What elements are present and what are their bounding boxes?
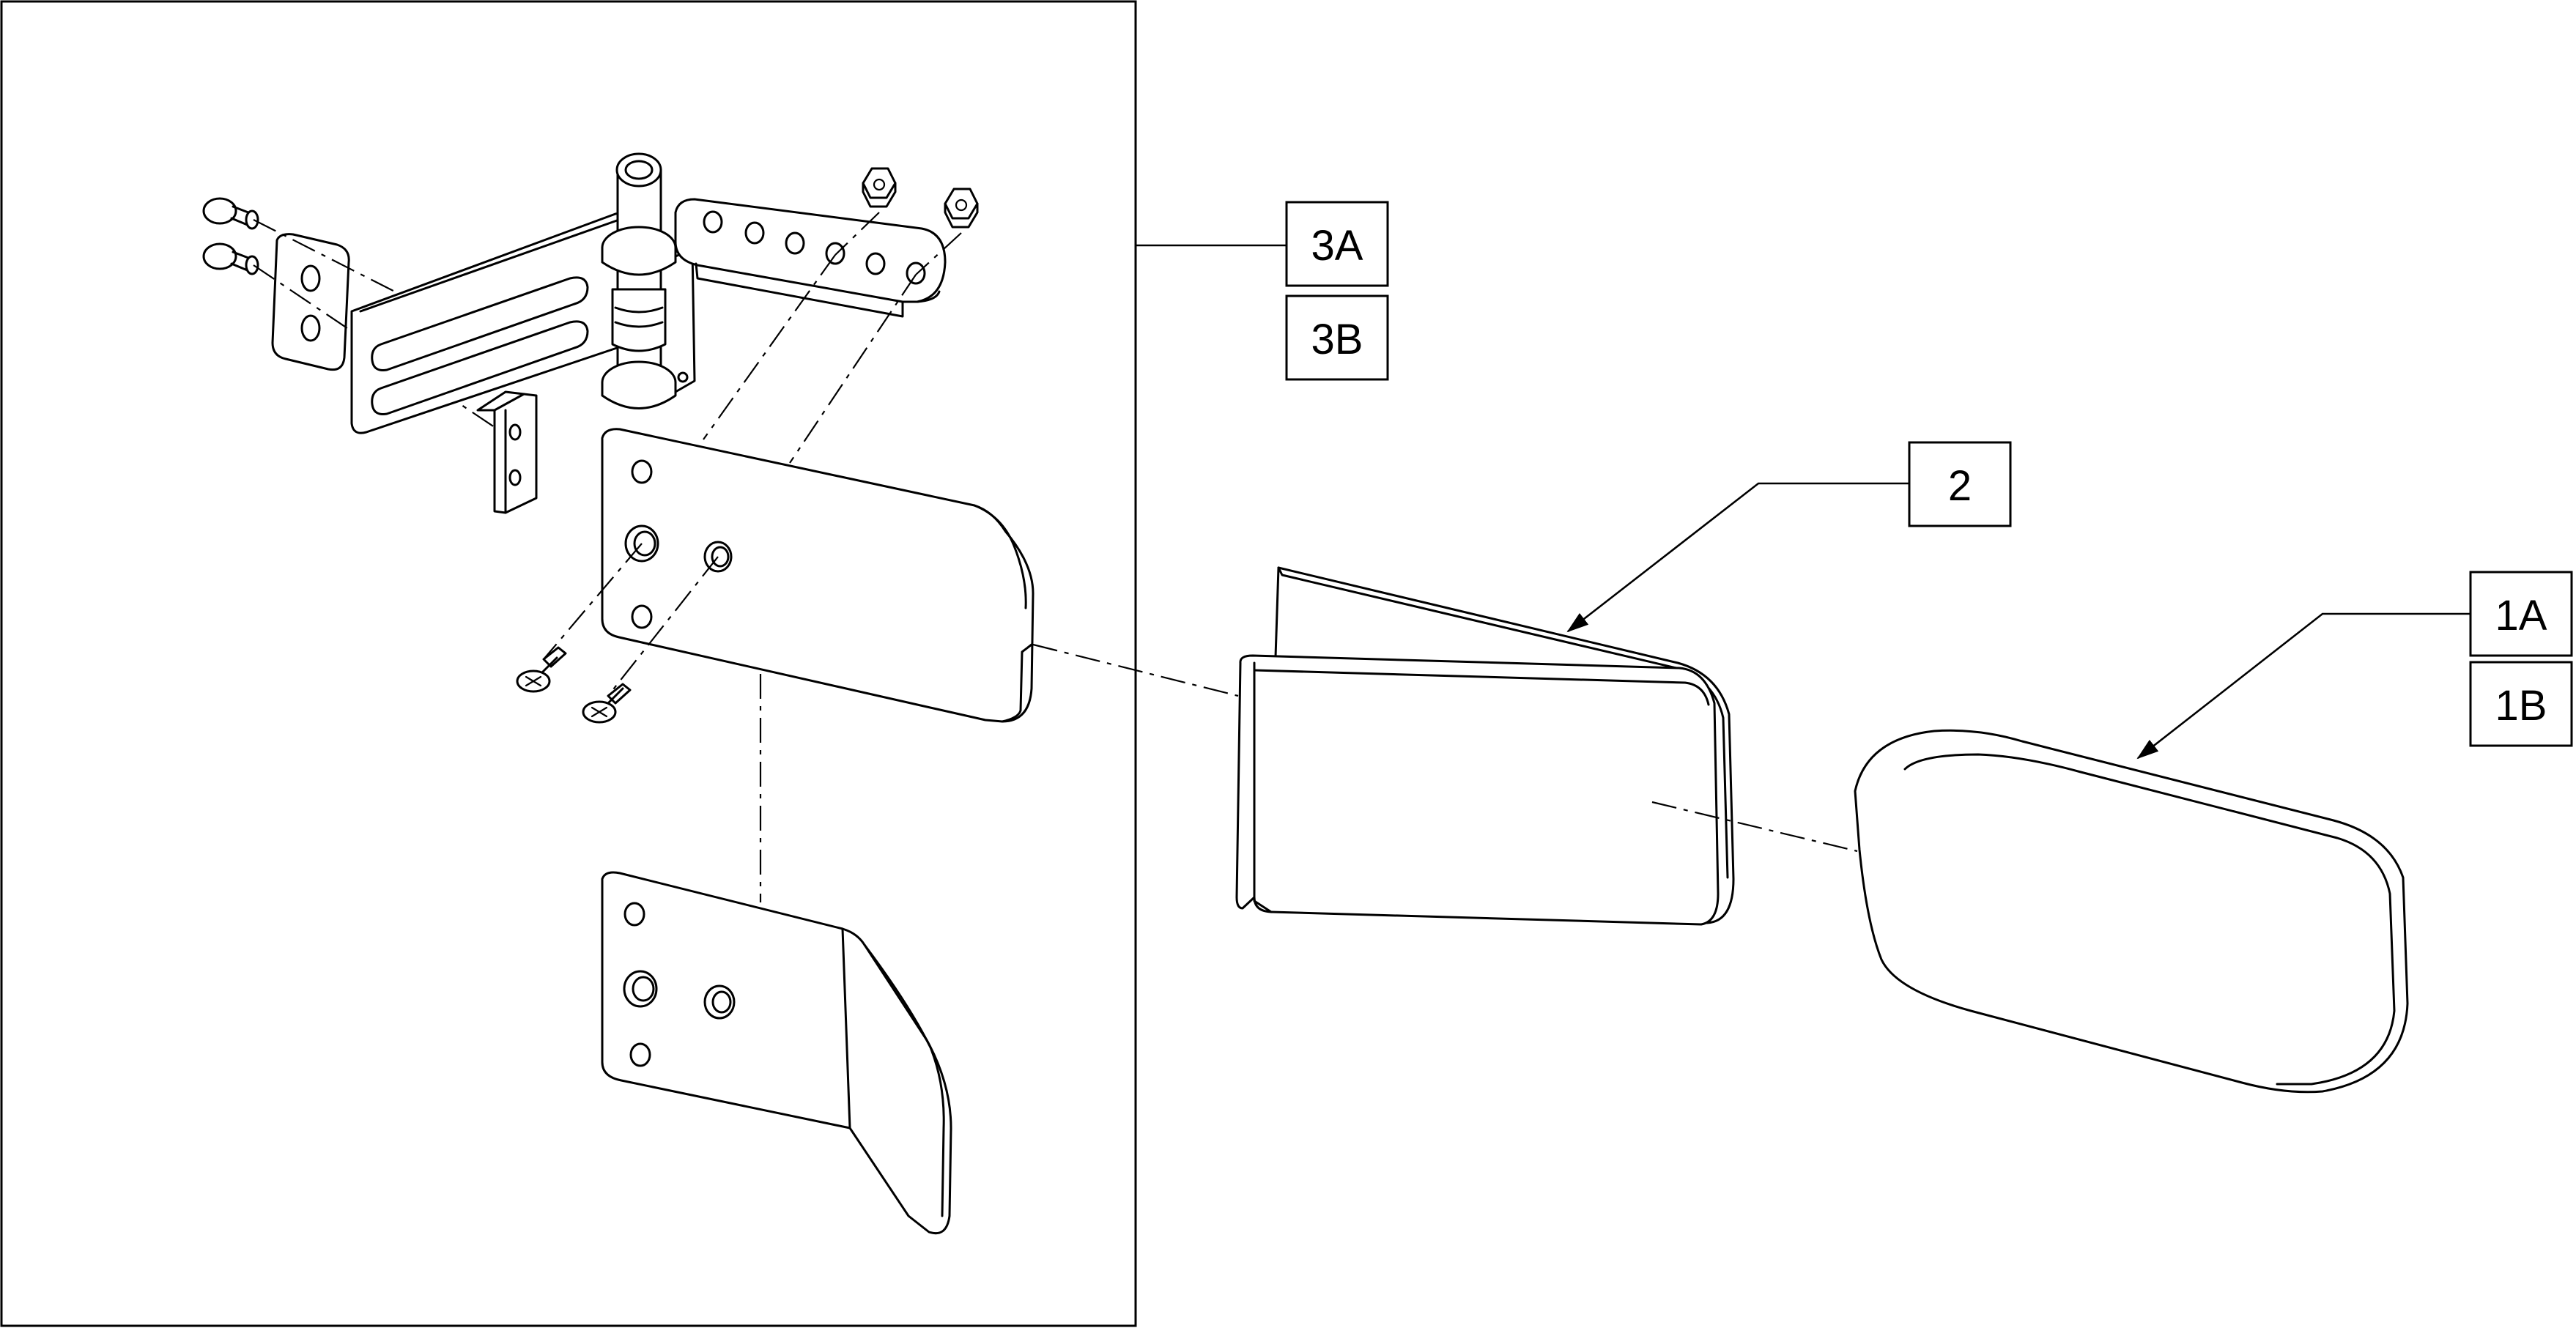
screw-lower-left	[516, 646, 567, 693]
callout-3b: 3B	[1285, 294, 1389, 381]
callout-1b-label: 1B	[2495, 682, 2547, 730]
screw-lower-right	[582, 683, 632, 724]
cushion-part-1	[1854, 729, 2409, 1094]
screw-top-left	[202, 197, 259, 230]
pad-frame-part-2	[1235, 566, 1735, 926]
angled-plate-lower	[601, 871, 952, 1235]
hinge-post	[601, 152, 696, 409]
hex-nut-right	[944, 188, 979, 229]
hex-nut-left	[862, 167, 897, 208]
callout-2: 2	[1908, 441, 2012, 527]
screw-middle-left	[202, 242, 259, 275]
assembly-frame	[0, 0, 1137, 1327]
callout-1a: 1A	[2469, 571, 2573, 657]
hinge-arm	[674, 198, 947, 318]
slotted-bracket	[350, 212, 632, 434]
back-plate-upper	[601, 428, 1035, 723]
callout-3a: 3A	[1285, 201, 1389, 287]
callout-1b: 1B	[2469, 661, 2573, 747]
callout-3b-label: 3B	[1311, 316, 1363, 363]
callout-3a-label: 3A	[1311, 222, 1363, 270]
leader-1a	[2136, 612, 2470, 760]
clamp-plate	[271, 233, 350, 371]
angle-clip	[476, 390, 538, 514]
leader-2	[1566, 482, 1909, 633]
callout-1a-label: 1A	[2495, 592, 2547, 639]
callout-2-label: 2	[1948, 462, 1972, 510]
